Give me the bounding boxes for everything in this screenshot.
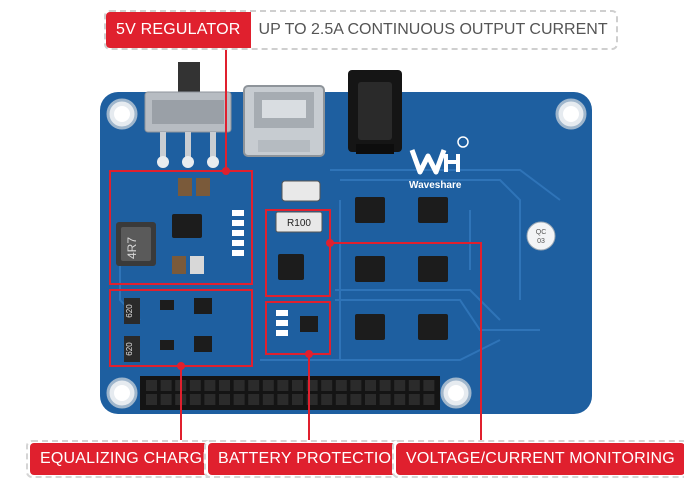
gpio-pin — [335, 380, 347, 391]
gpio-pin — [321, 394, 333, 405]
qc-stamp-top: QC — [536, 229, 547, 236]
gpio-pin — [321, 380, 333, 391]
battery-protection-components — [276, 310, 318, 336]
gpio-pin — [204, 394, 216, 405]
regulator-highlight — [109, 170, 253, 285]
gpio-pin — [379, 394, 391, 405]
gpio-pin — [189, 394, 201, 405]
gpio-pin — [248, 380, 260, 391]
voltage-current-monitoring-callout: VOLTAGE/CURRENT MONITORING — [392, 440, 684, 478]
gpio-pin — [335, 394, 347, 405]
gpio-pin — [365, 380, 376, 391]
protection-ic — [278, 254, 304, 280]
gpio-pin — [189, 380, 201, 391]
gpio-pin — [248, 394, 260, 405]
gpio-pin — [160, 380, 172, 391]
gpio-pin — [423, 380, 435, 391]
gpio-pin — [219, 380, 230, 391]
shunt-highlight — [265, 209, 331, 297]
gpio-pin — [394, 394, 406, 405]
gpio-pin — [146, 394, 157, 405]
regulator-label: 5V REGULATOR — [106, 12, 251, 48]
smd-capacitor — [281, 180, 321, 202]
gpio-pin — [350, 380, 362, 391]
gpio-pin — [350, 394, 362, 405]
gpio-pin — [365, 394, 376, 405]
gpio-pin — [233, 380, 245, 391]
slide-switch — [144, 62, 232, 168]
shunt-resistor: R100 — [275, 211, 323, 233]
monitoring-ics — [355, 197, 448, 340]
gpio-pin — [306, 394, 318, 405]
equalizing-charge-callout: EQUALIZING CHARGE — [26, 440, 228, 478]
shunt-marking: R100 — [287, 218, 311, 229]
equalizing-charge-label: EQUALIZING CHARGE — [30, 443, 224, 475]
gpio-pin — [262, 394, 274, 405]
gpio-pin — [292, 380, 303, 391]
inductor-marking: 4R7 — [125, 237, 139, 259]
gpio-pin — [262, 380, 274, 391]
gpio-pin — [423, 394, 435, 405]
gpio-pin — [292, 394, 303, 405]
gpio-pin — [204, 380, 216, 391]
gpio-pin — [233, 394, 245, 405]
gpio-pin — [394, 380, 406, 391]
gpio-pin — [408, 380, 420, 391]
gpio-pin — [160, 394, 172, 405]
usb-a-connector — [243, 85, 325, 157]
brand-text: Waveshare — [409, 180, 462, 191]
gpio-pin — [277, 380, 289, 391]
dc-jack — [348, 70, 402, 154]
battery-protection-highlight — [265, 301, 331, 355]
gpio-header — [140, 376, 440, 410]
resistor-marking-2: 620 — [125, 342, 134, 356]
inductor: 4R7 — [116, 222, 156, 266]
gpio-pin — [379, 380, 391, 391]
gpio-pin — [146, 380, 157, 391]
leader-lines — [177, 44, 482, 442]
gpio-pin — [277, 394, 289, 405]
equalizing-components: 620 620 — [124, 298, 212, 362]
gpio-pin — [219, 394, 230, 405]
gpio-pin — [408, 394, 420, 405]
qc-stamp-bottom: 03 — [537, 238, 545, 245]
mounting-holes — [106, 98, 587, 409]
gpio-pin — [306, 380, 318, 391]
qc-stamp: QC 03 — [526, 221, 556, 251]
regulator-components — [172, 178, 244, 274]
battery-protection-label: BATTERY PROTECTION — [208, 443, 413, 475]
waveshare-logo: Waveshare — [409, 136, 469, 191]
pcb-traces — [119, 169, 561, 361]
regulator-callout: 5V REGULATOR UP TO 2.5A CONTINUOUS OUTPU… — [104, 10, 618, 50]
regulator-description: UP TO 2.5A CONTINUOUS OUTPUT CURRENT — [258, 21, 608, 38]
voltage-current-monitoring-label: VOLTAGE/CURRENT MONITORING — [396, 443, 684, 475]
resistor-marking-1: 620 — [125, 304, 134, 318]
battery-protection-callout: BATTERY PROTECTION — [204, 440, 417, 478]
